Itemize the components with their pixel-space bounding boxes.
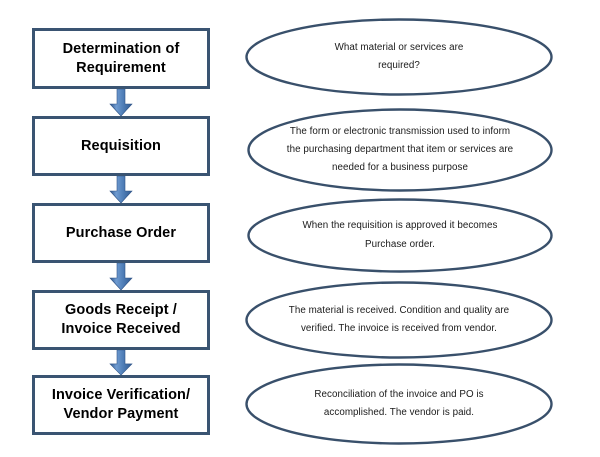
process-box-goods-receipt-invoice-received[interactable]: Goods Receipt / Invoice Received [32, 290, 210, 350]
process-box-label: Goods Receipt / Invoice Received [61, 302, 181, 337]
process-box-determination-of-requirement[interactable]: Determination of Requirement [32, 28, 210, 89]
description-ellipse-invoice-verification-vendor-payment[interactable]: Reconciliation of the invoice and PO is … [245, 363, 553, 445]
description-text: When the requisition is approved it beco… [302, 220, 498, 250]
process-box-label: Requisition [80, 137, 162, 154]
description-text: The material is received. Condition and … [288, 304, 510, 334]
down-arrow-icon [108, 263, 134, 291]
process-box-label: Purchase Order [65, 224, 177, 241]
process-box-invoice-verification-vendor-payment[interactable]: Invoice Verification/ Vendor Payment [32, 375, 210, 435]
description-ellipse-requisition[interactable]: The form or electronic transmission used… [247, 108, 553, 192]
description-text: Reconciliation of the invoice and PO is … [314, 388, 484, 418]
description-ellipse-goods-receipt-invoice-received[interactable]: The material is received. Condition and … [245, 281, 553, 359]
description-ellipse-determination-of-requirement[interactable]: What material or services are required? [245, 18, 553, 96]
process-box-purchase-order[interactable]: Purchase Order [32, 203, 210, 263]
process-box-requisition[interactable]: Requisition [32, 116, 210, 176]
description-text: The form or electronic transmission used… [286, 125, 514, 174]
down-arrow-icon [108, 176, 134, 204]
description-ellipse-purchase-order[interactable]: When the requisition is approved it beco… [247, 198, 553, 273]
down-arrow-icon [108, 89, 134, 117]
description-text: What material or services are required? [334, 41, 464, 71]
process-box-label: Invoice Verification/ Vendor Payment [51, 387, 191, 422]
process-box-label: Determination of Requirement [62, 40, 180, 76]
down-arrow-icon [108, 350, 134, 376]
